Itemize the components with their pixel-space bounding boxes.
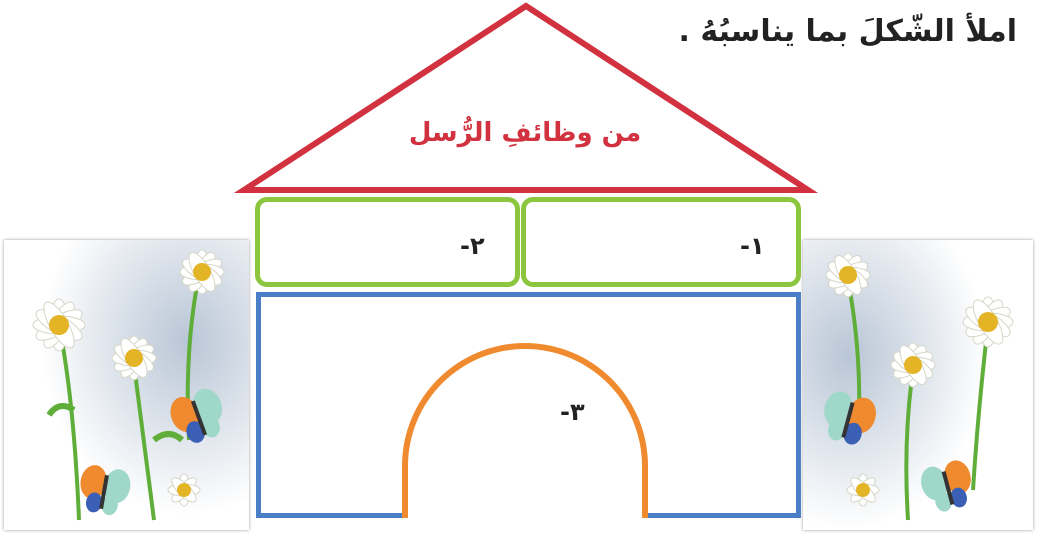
answer-box-1[interactable]: ١-: [521, 197, 801, 287]
answer-box-2[interactable]: ٢-: [255, 197, 520, 287]
roof-title: من وظائفِ الرُّسل: [408, 118, 642, 148]
item-label-1: ١-: [740, 232, 765, 260]
item-label-3: ٣-: [560, 398, 585, 426]
flowers-butterflies-decoration-right: [803, 240, 1033, 530]
item-label-2: ٢-: [460, 232, 485, 260]
instruction-text: املأ الشّكلَ بما يناسبُهُ .: [678, 14, 1017, 49]
flowers-butterflies-decoration-left: [4, 240, 249, 530]
